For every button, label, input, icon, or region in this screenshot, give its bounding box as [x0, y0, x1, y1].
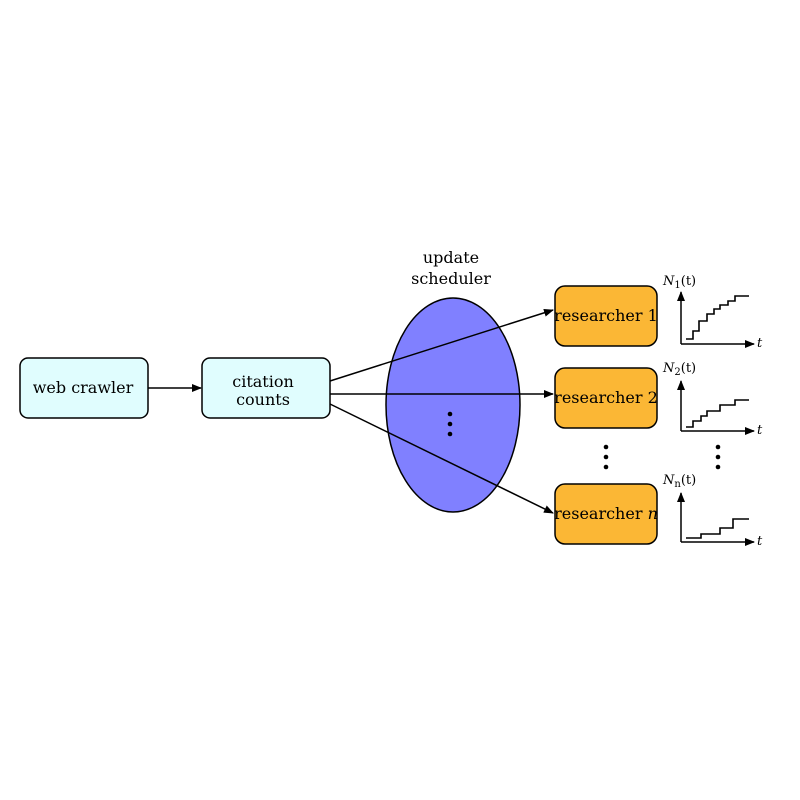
- plot-researcher-n: Nn(t) t: [662, 473, 763, 549]
- web-crawler-label: web crawler: [33, 378, 134, 397]
- plot-ellipsis-dot: [715, 464, 721, 470]
- plot-n-y-label: Nn(t): [662, 473, 696, 490]
- researcher-ellipsis-dot: [603, 444, 609, 450]
- researcher-n-box: [554, 483, 658, 545]
- citation-counts-label-line-2: counts: [236, 390, 290, 409]
- citation-counts-label-line-1: citation: [232, 372, 294, 391]
- plot-ellipsis-dot: [715, 444, 721, 450]
- researcher-2-box: [554, 367, 658, 429]
- plot-1-y-label: N1(t): [662, 274, 696, 291]
- arrow-to-researcher-n: [329, 403, 554, 514]
- scheduler-label-line-1: update: [423, 248, 479, 267]
- researcher-n-label: researcher n: [554, 504, 658, 523]
- researcher-ellipsis-dot: [603, 464, 609, 470]
- citation-counts-box: [201, 357, 331, 419]
- researcher-ellipsis-dot: [603, 454, 609, 460]
- plot-researcher-2: N2(t) t: [662, 361, 763, 438]
- plot-n-x-label: t: [757, 534, 763, 549]
- plot-1-step-curve: [686, 295, 749, 340]
- plot-2-y-label: N2(t): [662, 361, 696, 378]
- plot-2-step-curve: [686, 399, 749, 428]
- researcher-1-box: [554, 285, 658, 347]
- arrow-to-researcher-1: [329, 308, 554, 382]
- scheduler-ellipsis-dot: [447, 411, 453, 417]
- update-scheduler-ellipse: [385, 297, 521, 513]
- plot-1-x-label: t: [757, 336, 763, 351]
- plot-researcher-1: N1(t) t: [662, 274, 763, 351]
- researcher-1-label: researcher 1: [554, 306, 658, 325]
- researcher-2-label: researcher 2: [554, 388, 658, 407]
- plot-2-x-label: t: [757, 423, 763, 438]
- plot-ellipsis-dot: [715, 454, 721, 460]
- scheduler-ellipsis-dot: [447, 431, 453, 437]
- plot-n-step-curve: [686, 518, 749, 539]
- scheduler-label-line-2: scheduler: [411, 269, 491, 288]
- scheduler-ellipsis-dot: [447, 421, 453, 427]
